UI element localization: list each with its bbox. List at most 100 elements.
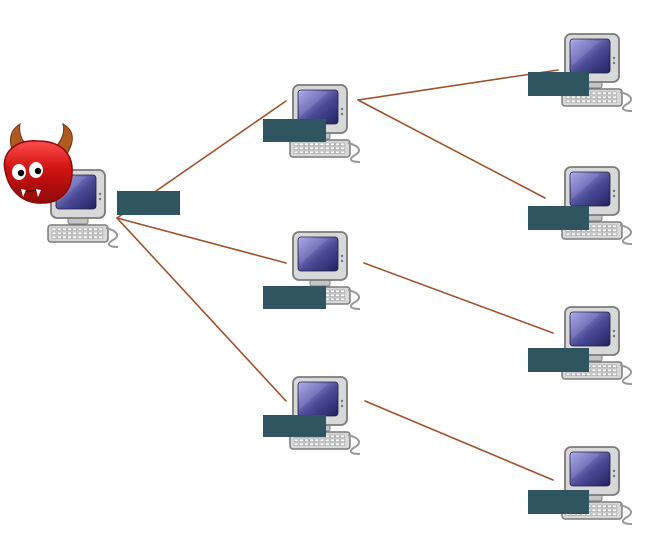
- keyboard-key: [596, 224, 602, 228]
- keyboard-key: [612, 95, 618, 99]
- keyboard-key: [309, 142, 314, 146]
- keyboard-key: [51, 231, 57, 235]
- keyboard-key: [607, 228, 612, 232]
- mouse-cable: [619, 224, 633, 245]
- keyboard-key: [612, 372, 618, 376]
- keyboard-key: [88, 227, 93, 231]
- power-led-icon: [612, 189, 616, 193]
- keyboard-key: [88, 231, 93, 235]
- keyboard-key: [330, 150, 335, 154]
- keyboard-key: [82, 235, 88, 239]
- keyboard-key: [330, 289, 335, 293]
- keyboard-key: [576, 232, 581, 236]
- keyboard-key: [591, 95, 597, 99]
- keyboard-key: [335, 297, 340, 301]
- keyboard-key: [335, 146, 340, 150]
- keyboard-key: [335, 289, 340, 293]
- keyboard-key: [612, 508, 618, 512]
- keyboard-key: [591, 368, 597, 372]
- keyboard-key: [314, 142, 320, 146]
- power-led-icon: [340, 107, 344, 111]
- keyboard-key: [591, 364, 597, 368]
- screen-highlight: [572, 314, 600, 339]
- keyboard-key: [591, 228, 597, 232]
- keyboard-key: [612, 224, 618, 228]
- edge-attacker-level1-b: [116, 217, 287, 264]
- keyboard-key: [596, 228, 602, 232]
- keyboard-key: [570, 372, 576, 376]
- node-label-box: [528, 348, 589, 372]
- keyboard-key: [612, 512, 618, 516]
- node-label-box: [528, 72, 589, 96]
- keyboard-key: [298, 150, 304, 154]
- keyboard-key: [602, 91, 607, 95]
- keyboard-key: [340, 146, 346, 150]
- keyboard-key: [565, 232, 571, 236]
- power-led-icon: [340, 399, 344, 403]
- keyboard-key: [98, 227, 104, 231]
- keyboard-key: [596, 512, 602, 516]
- keyboard-key: [607, 364, 612, 368]
- keyboard-key: [607, 368, 612, 372]
- node-label-box: [528, 206, 589, 230]
- keyboard-key: [596, 99, 602, 103]
- monitor-screen: [297, 236, 339, 272]
- screen-highlight: [572, 174, 600, 199]
- computer-icon: [561, 166, 633, 245]
- keyboard-key: [314, 442, 320, 446]
- keyboard-key: [304, 438, 309, 442]
- pupil-right: [34, 167, 42, 175]
- screen-highlight: [300, 92, 328, 117]
- monitor-screen: [569, 311, 611, 347]
- monitor-screen: [569, 38, 611, 74]
- keyboard-key: [72, 227, 78, 231]
- mouse-cable: [347, 142, 361, 163]
- keyboard-key: [602, 228, 607, 232]
- fang-left: [21, 189, 26, 197]
- keyboard-key: [51, 227, 57, 231]
- keyboard-key: [570, 232, 576, 236]
- keyboard-key: [565, 372, 571, 376]
- keyboard-key: [612, 232, 618, 236]
- node-label-box: [117, 191, 180, 215]
- keyboard-key: [93, 231, 98, 235]
- keyboard-key: [340, 289, 346, 293]
- keyboard-key: [581, 99, 586, 103]
- keyboard-key: [570, 99, 576, 103]
- monitor-screen: [569, 451, 611, 487]
- keyboard-key: [304, 142, 309, 146]
- keyboard-key: [602, 512, 607, 516]
- keyboard-key: [602, 368, 607, 372]
- keyboard-key: [82, 231, 88, 235]
- button-icon: [340, 259, 344, 263]
- keyboard-key: [67, 235, 72, 239]
- edge-level1-c-level2-d: [364, 400, 554, 481]
- keyboard-key: [304, 146, 309, 150]
- button-icon: [612, 194, 616, 198]
- devil-icon: [3, 122, 73, 204]
- screen-highlight: [300, 384, 328, 409]
- keyboard-key: [607, 91, 612, 95]
- power-led-icon: [98, 192, 102, 196]
- keyboard-key: [586, 232, 592, 236]
- keyboard-key: [591, 91, 597, 95]
- keyboard-key: [565, 95, 571, 99]
- mouse-cable: [105, 227, 119, 248]
- button-icon: [612, 474, 616, 478]
- keyboard-key: [314, 438, 320, 442]
- keyboard-key: [591, 224, 597, 228]
- keyboard-key: [298, 146, 304, 150]
- keyboard-key: [607, 372, 612, 376]
- mouse-cable: [619, 364, 633, 385]
- keyboard-key: [67, 231, 72, 235]
- keyboard-key: [77, 227, 83, 231]
- keyboard-key: [51, 235, 57, 239]
- keyboard-key: [340, 150, 346, 154]
- computer-icon: [561, 446, 633, 525]
- keyboard-key: [93, 227, 98, 231]
- keyboard-key: [591, 504, 597, 508]
- keyboard-key: [602, 364, 607, 368]
- keyboard-key: [293, 442, 299, 446]
- edges-layer: [116, 69, 559, 481]
- keyboard-key: [309, 438, 314, 442]
